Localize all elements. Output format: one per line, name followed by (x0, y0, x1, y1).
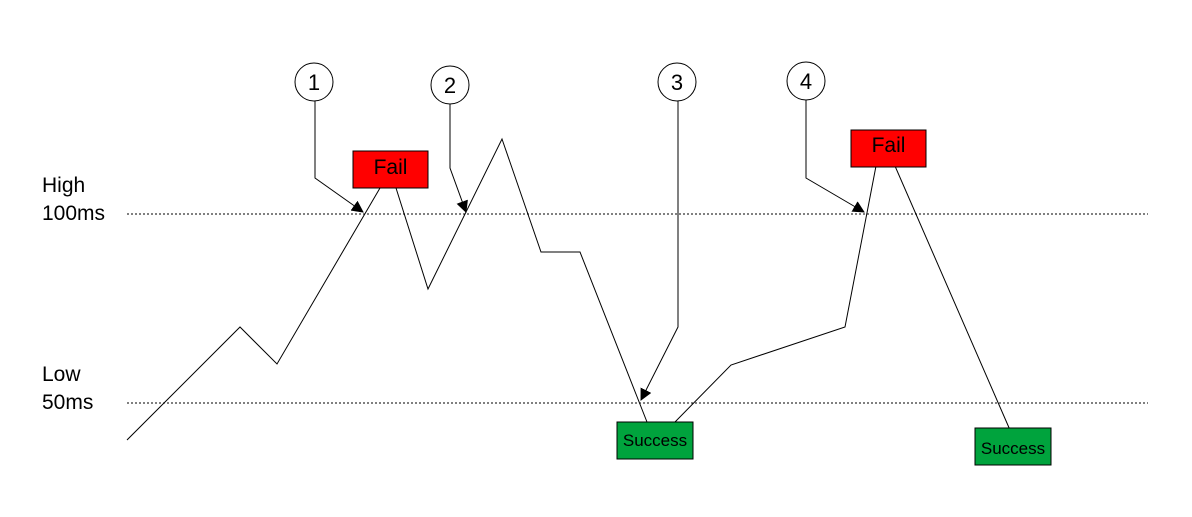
status-box-fail-2: Fail (850, 129, 927, 168)
status-box-success-1-label: Success (623, 431, 687, 450)
low-threshold-value: 50ms (42, 391, 93, 414)
latency-trace (126, 137, 1011, 441)
marker-4: 4 (786, 61, 826, 101)
marker-3: 3 (657, 62, 697, 102)
marker-4-number: 4 (800, 69, 812, 94)
status-box-fail-1: Fail (352, 150, 429, 189)
status-box-success-2-bg (974, 427, 1052, 466)
high-threshold-value: 100ms (42, 202, 105, 225)
marker-4-arrow (805, 100, 865, 213)
status-box-success-2-label: Success (981, 439, 1045, 458)
marker-1: 1 (294, 62, 334, 102)
marker-2: 2 (430, 65, 470, 105)
high-threshold-name: High (42, 174, 85, 197)
marker-3-number: 3 (671, 70, 683, 95)
status-box-fail-1-label: Fail (374, 156, 408, 179)
status-box-fail-2-bg (850, 129, 927, 168)
status-box-success-1-bg (616, 421, 694, 460)
marker-2-arrow (449, 104, 468, 213)
marker-3-arrow (640, 101, 679, 401)
marker-1-arrow (314, 101, 364, 213)
status-box-success-2: Success (974, 427, 1052, 466)
low-threshold-name: Low (42, 363, 81, 386)
status-box-fail-1-bg (352, 150, 429, 189)
status-box-fail-2-label: Fail (872, 134, 906, 157)
marker-2-number: 2 (444, 73, 456, 98)
marker-1-number: 1 (308, 70, 320, 95)
status-box-success-1: Success (616, 421, 694, 460)
